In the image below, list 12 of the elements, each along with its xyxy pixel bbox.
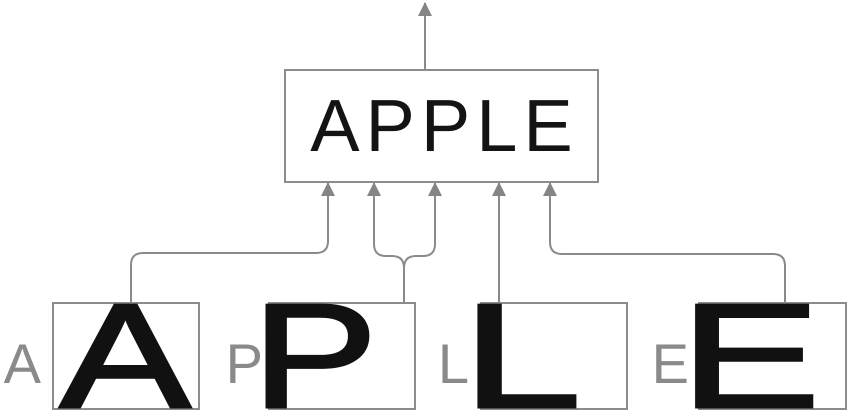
arrow [418,2,432,69]
word-box [284,69,599,183]
letter-box [268,302,416,410]
side-letter: A [4,336,41,392]
arrow [403,182,442,302]
word-label: APPLE [309,89,579,163]
letter-box [480,302,628,410]
letter-box [698,302,847,410]
arrow [130,182,335,302]
arrow [492,182,506,302]
large-letter: A [60,303,190,411]
arrow [543,182,786,302]
